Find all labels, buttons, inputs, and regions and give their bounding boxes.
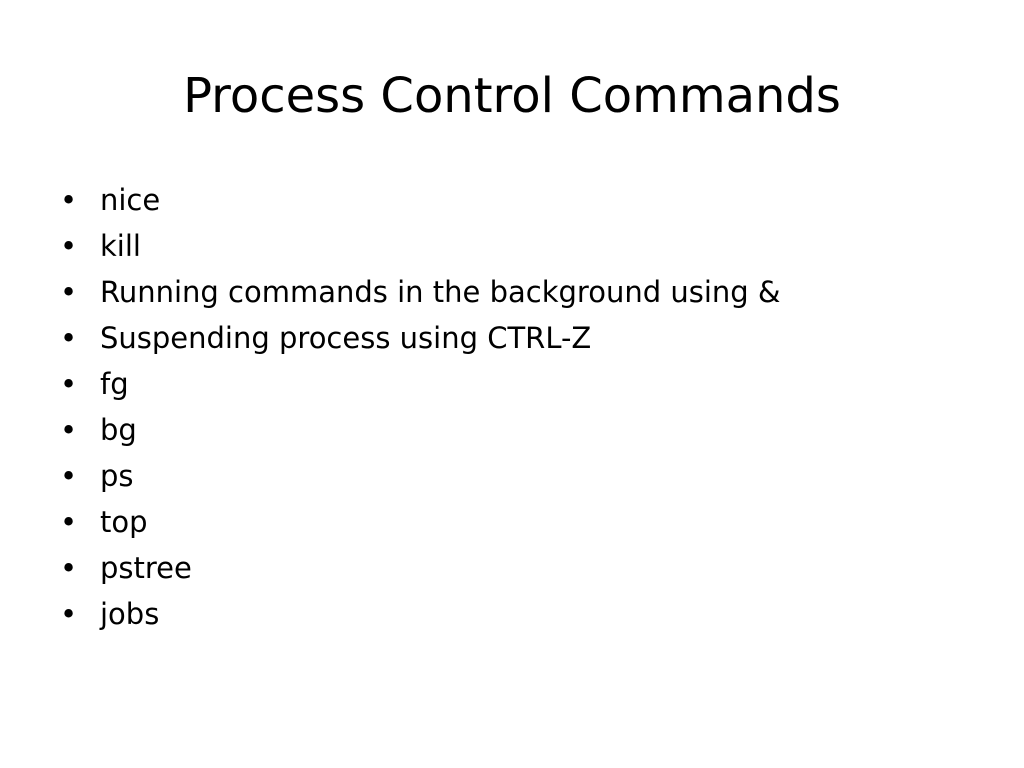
bullet-icon: • [60, 275, 78, 309]
bullet-icon: • [60, 505, 78, 539]
bullet-icon: • [60, 367, 78, 401]
list-item-text: ps [100, 459, 134, 493]
list-item-text: bg [100, 413, 137, 447]
bullet-icon: • [60, 183, 78, 217]
bullet-icon: • [60, 229, 78, 263]
bullet-icon: • [60, 413, 78, 447]
list-item-text: fg [100, 367, 129, 401]
slide-title: Process Control Commands [183, 68, 841, 124]
list-item-text: kill [100, 229, 141, 263]
list-item-text: Running commands in the background using… [100, 275, 781, 309]
list-item-text: Suspending process using CTRL-Z [100, 321, 592, 355]
bullet-icon: • [60, 459, 78, 493]
list-item-text: jobs [100, 597, 160, 631]
list-item-text: pstree [100, 551, 192, 585]
list-item-text: nice [100, 183, 161, 217]
bullet-icon: • [60, 551, 78, 585]
bullet-icon: • [60, 321, 78, 355]
list-item-text: top [100, 505, 148, 539]
bullet-icon: • [60, 597, 78, 631]
